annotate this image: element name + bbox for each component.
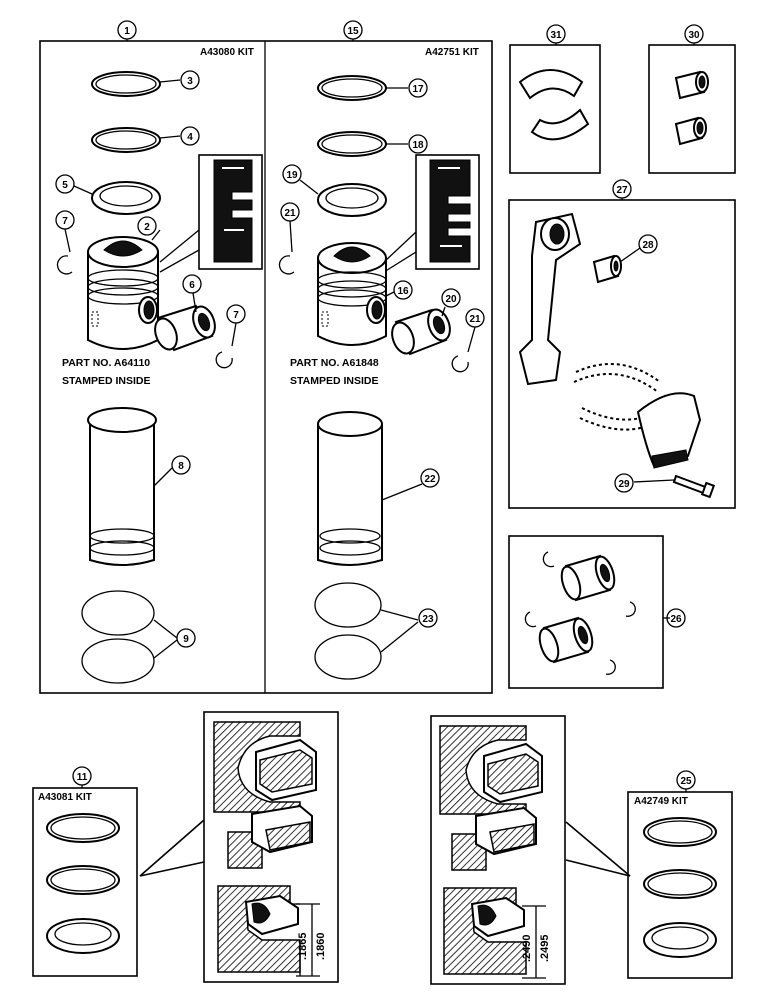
- callout-15-text: 15: [347, 26, 359, 37]
- left-piston: [87, 229, 161, 350]
- callout-21a-text: 21: [284, 208, 296, 219]
- right-dim-b: .2495: [539, 934, 551, 962]
- kit-label-left: A43080 KIT: [200, 47, 254, 58]
- left-dim-b: .1860: [315, 932, 327, 960]
- callout-8: 8: [171, 455, 191, 475]
- callout-9-text: 9: [183, 634, 189, 645]
- right-ring-18: [317, 131, 408, 157]
- callout-7a-text: 7: [62, 216, 68, 227]
- callout-26-text: 26: [670, 614, 682, 625]
- callout-17: 17: [408, 78, 428, 98]
- callout-7-left-b: 7: [226, 304, 246, 347]
- callout-20-text: 20: [445, 294, 457, 305]
- left-piston-pin: [154, 292, 216, 352]
- left-ring-5: [73, 181, 161, 215]
- kit-label-rings-left: A43081 KIT: [38, 792, 92, 803]
- callout-23-text: 23: [422, 614, 434, 625]
- callout-30-text: 30: [688, 30, 700, 41]
- left-part-note-1: PART NO. A64110: [62, 357, 150, 369]
- callout-6: 6: [182, 274, 202, 294]
- kit-label-rings-right: A42749 KIT: [634, 796, 688, 807]
- right-dim-a: .2490: [521, 934, 533, 962]
- callout-1: 1: [117, 20, 137, 41]
- callout-3: 3: [180, 70, 200, 90]
- right-detail-pointer: [565, 821, 631, 877]
- callout-5: 5: [55, 174, 75, 194]
- callout-21-right-a: 21: [280, 202, 300, 253]
- callout-3-text: 3: [187, 76, 193, 87]
- callout-21b-text: 21: [469, 314, 481, 325]
- callout-21-right-b: 21: [465, 308, 485, 353]
- callout-25-text: 25: [680, 776, 692, 787]
- left-part-note-2: STAMPED INSIDE: [62, 375, 150, 387]
- left-groove-detail: [159, 154, 263, 273]
- ring-kit-11-panel: 11 A43081 KIT: [32, 766, 138, 977]
- callout-15: 15: [343, 20, 363, 41]
- callout-18: 18: [408, 134, 428, 154]
- left-snap-ring-a: [56, 255, 73, 275]
- right-snap-ring-b: [451, 355, 469, 373]
- left-dim-a: .1865: [297, 932, 309, 960]
- callout-2-text: 2: [144, 222, 150, 233]
- callout-22: 22: [420, 468, 440, 488]
- callout-17-text: 17: [412, 84, 424, 95]
- callout-4-text: 4: [187, 132, 193, 143]
- connecting-rod-panel: 27 28 29: [508, 179, 736, 509]
- callout-6-text: 6: [189, 280, 195, 291]
- kit-label-right: A42751 KIT: [425, 47, 479, 58]
- left-snap-ring-b: [215, 351, 233, 369]
- callout-2: 2: [137, 216, 157, 236]
- left-groove-section-panel: .1865 .1860: [203, 711, 339, 983]
- right-part-note-1: PART NO. A61848: [290, 357, 379, 369]
- left-o-rings: [81, 590, 178, 684]
- callout-31-text: 31: [550, 30, 562, 41]
- right-part-note-2: STAMPED INSIDE: [290, 375, 378, 387]
- callout-1-text: 1: [124, 26, 130, 37]
- callout-16-text: 16: [397, 286, 409, 297]
- left-ring-4: [91, 127, 181, 153]
- right-piston: [317, 242, 395, 346]
- callout-28-text: 28: [642, 240, 654, 251]
- right-snap-ring-a: [278, 255, 295, 275]
- right-groove-section-panel: .2490 .2495: [430, 715, 566, 985]
- left-cylinder-sleeve: [87, 407, 173, 566]
- callout-22-text: 22: [424, 474, 436, 485]
- right-ring-19: [299, 179, 387, 217]
- callout-7b-text: 7: [233, 310, 239, 321]
- callout-19: 19: [282, 164, 302, 184]
- callout-9: 9: [176, 628, 196, 648]
- ring-kit-25-panel: 25 A42749 KIT: [627, 770, 733, 979]
- right-ring-17: [317, 75, 408, 101]
- callout-16: 16: [393, 280, 413, 300]
- callout-18-text: 18: [412, 140, 424, 151]
- left-detail-pointer: [139, 819, 205, 877]
- callout-4: 4: [180, 126, 200, 146]
- bushing-panel: 30: [648, 24, 736, 174]
- callout-7-left-a: 7: [55, 210, 75, 253]
- callout-11-text: 11: [77, 772, 88, 783]
- pin-set-panel: 26: [508, 535, 686, 689]
- main-kit-panel: [39, 40, 493, 694]
- callout-29-text: 29: [618, 479, 630, 490]
- right-piston-pin: [391, 306, 451, 356]
- right-o-rings: [314, 582, 419, 680]
- callout-8-text: 8: [178, 461, 184, 472]
- callout-19-text: 19: [286, 170, 298, 181]
- callout-20: 20: [441, 288, 461, 308]
- right-cylinder-sleeve: [317, 411, 423, 566]
- right-groove-detail: [383, 154, 480, 273]
- callout-27-text: 27: [616, 185, 628, 196]
- callout-23: 23: [418, 608, 438, 628]
- left-ring-3: [91, 71, 181, 97]
- bearing-panel: 31: [509, 24, 601, 174]
- callout-5-text: 5: [62, 180, 68, 191]
